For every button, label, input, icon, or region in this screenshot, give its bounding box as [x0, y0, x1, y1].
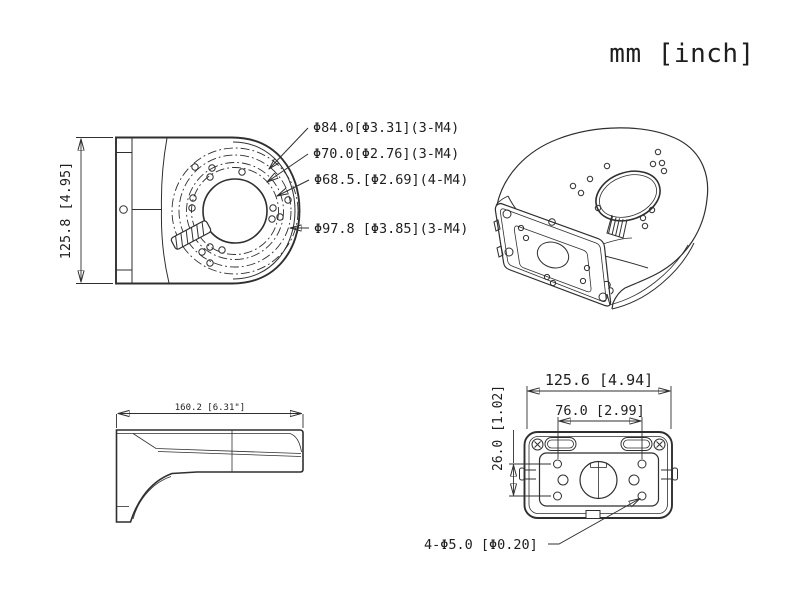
side-view: 160.2 [6.31"]	[115, 403, 304, 523]
iso-plate-oval-hole	[536, 241, 570, 269]
back-width-label: 125.6 [4.94]	[545, 371, 653, 389]
iso-plate-body-edge	[602, 237, 633, 245]
back-row-spacing-label: 26.0 [1.02]	[491, 385, 506, 471]
front-view: 125.8 [4.95]	[58, 120, 468, 285]
units-label: mm [inch]	[609, 39, 754, 69]
iso-topface-holes	[569, 148, 668, 230]
back-recess	[538, 452, 660, 507]
back-edge-details	[519, 467, 678, 519]
bolt-circle-97	[171, 147, 299, 275]
back-side-holes	[557, 474, 640, 486]
callout-70: Φ70.0[Φ2.76](3-M4)	[313, 146, 459, 162]
back-keyhole-slots	[544, 437, 653, 451]
bolt-circle-68	[191, 167, 279, 255]
front-center-opening	[202, 178, 268, 244]
iso-center-opening	[595, 170, 661, 222]
back-cable-hole	[579, 460, 618, 500]
iso-arm-edge	[495, 195, 509, 206]
side-top-inner-line	[116, 433, 302, 453]
iso-body-silhouette	[496, 127, 709, 310]
iso-bottom-curve-inner	[608, 244, 689, 306]
front-body-outline	[115, 136, 301, 285]
front-screw-holes	[188, 163, 292, 267]
iso-plate-recess	[514, 225, 592, 293]
iso-latch-detail	[493, 219, 614, 306]
back-row-spacing-dimension: 26.0 [1.02]	[491, 385, 551, 497]
isometric-view	[493, 127, 709, 310]
side-arm-edge-1	[132, 433, 302, 454]
iso-plate-outline	[494, 202, 612, 307]
back-mount-holes-label: 4-Φ5.0 [Φ0.20]	[424, 537, 538, 553]
bolt-circle-84	[178, 154, 292, 268]
back-mount-holes	[553, 459, 647, 501]
back-width-dimension: 125.6 [4.94]	[526, 371, 672, 429]
front-body-inner-arc	[232, 141, 296, 280]
back-hole-spacing-label: 76.0 [2.99]	[555, 403, 644, 419]
iso-plate-holes	[502, 209, 608, 302]
front-leaders	[267, 127, 310, 228]
back-mount-holes-callout: 4-Φ5.0 [Φ0.20]	[424, 499, 640, 553]
iso-bottom-curve-outer	[611, 242, 695, 310]
iso-notch-channel	[606, 214, 628, 239]
bolt-circle-70	[186, 162, 284, 260]
level-tab	[170, 220, 212, 250]
side-arm-edge-2	[157, 451, 302, 457]
front-plate-hole	[119, 205, 128, 214]
front-height-label: 125.8 [4.95]	[58, 162, 74, 260]
callout-97: Φ97.8 [Φ3.85](3-M4)	[314, 221, 468, 237]
callout-84: Φ84.0[Φ3.31](3-M4)	[313, 120, 459, 136]
back-view: 125.6 [4.94] 76.0 [2.99] 26.0 [1.02]	[424, 371, 678, 553]
front-dome-left-edge	[160, 137, 170, 284]
side-length-dimension: 160.2 [6.31"]	[116, 403, 304, 428]
front-height-dimension: 125.8 [4.95]	[58, 137, 113, 284]
back-corner-screws	[531, 438, 666, 451]
side-outline	[115, 429, 304, 523]
side-fillet-inner	[132, 476, 172, 520]
side-length-label: 160.2 [6.31"]	[175, 403, 245, 413]
callout-68: Φ68.5.[Φ2.69](4-M4)	[314, 172, 468, 188]
